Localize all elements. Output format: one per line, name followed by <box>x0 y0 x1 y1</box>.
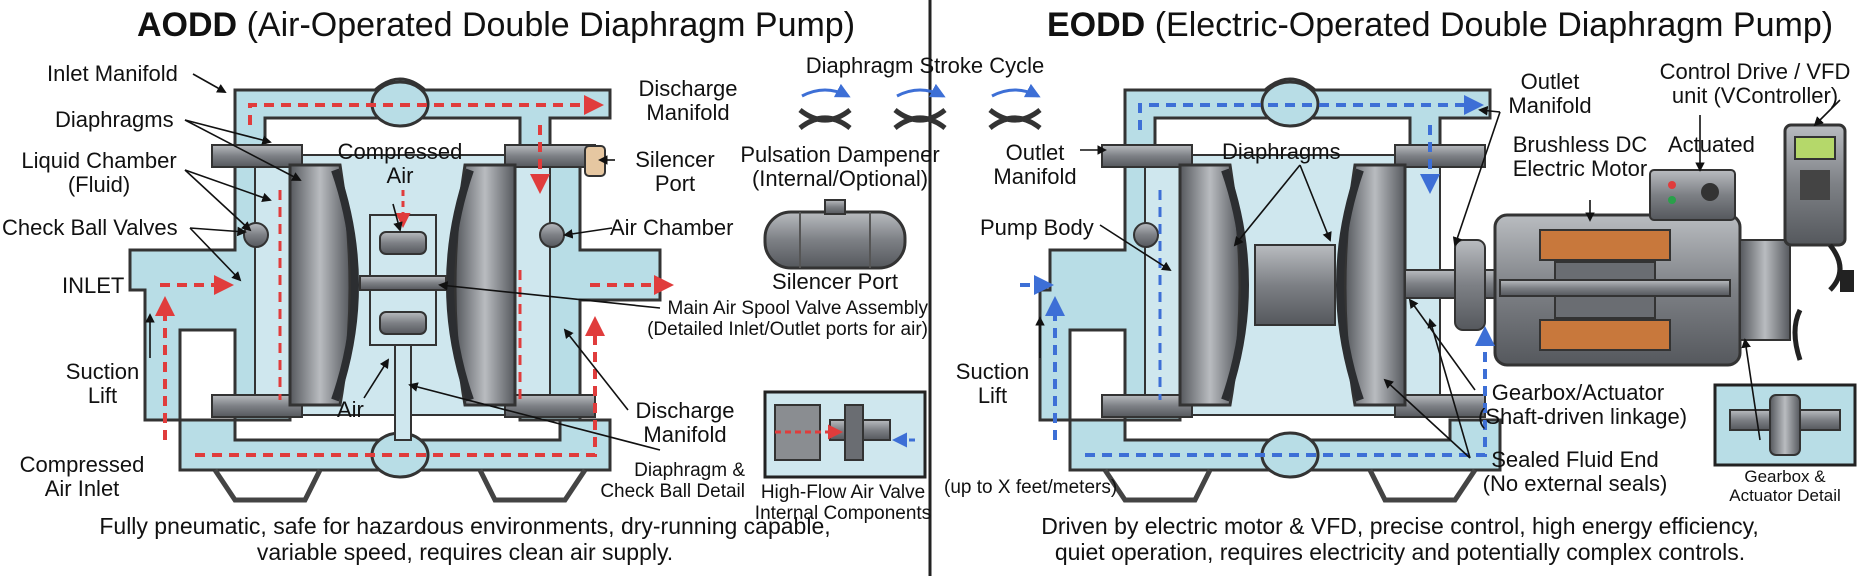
aodd-title-rest: (Air-Operated Double Diaphragm Pump) <box>246 6 856 44</box>
eodd-title-rest: (Electric-Operated Double Diaphragm Pump… <box>1154 6 1834 44</box>
aodd-title-abbr: AODD <box>137 6 238 44</box>
eodd-leader-lines <box>1035 99 1841 459</box>
label-silencer-port-middle: Silencer Port <box>772 269 898 294</box>
label-eodd-suction-line1: Suction <box>955 359 1030 384</box>
eodd-caption: Driven by electric motor & VFD, precise … <box>960 513 1840 565</box>
label-silencer-port-line1: Silencer <box>635 147 715 172</box>
label-actuated: Actuated <box>1668 132 1755 157</box>
label-compressed-air-inlet-line2: Air Inlet <box>44 476 120 501</box>
label-discharge-manifold-top-line2: Manifold <box>646 100 730 125</box>
label-spool-valve: Main Air Spool Valve Assembly(Detailed I… <box>600 298 928 340</box>
label-high-flow-line1: High-Flow Air Valve <box>760 482 926 503</box>
aodd-leader-lines <box>145 73 661 451</box>
label-gearbox-detail: Gearbox &Actuator Detail <box>1710 467 1860 505</box>
label-diaphragm-detail-line2: Check Ball Detail <box>600 481 745 502</box>
label-liquid-chamber: Liquid Chamber(Fluid) <box>14 149 184 197</box>
eodd-title-abbr: EODD <box>1047 6 1146 44</box>
aodd-title: AODD (Air-Operated Double Diaphragm Pump… <box>137 6 855 44</box>
label-up-to: (up to X feet/meters) <box>944 477 1118 498</box>
label-inlet-manifold: Inlet Manifold <box>47 61 178 86</box>
label-air-chamber: Air Chamber <box>610 215 734 240</box>
label-motor-line2: Electric Motor <box>1512 156 1648 181</box>
stroke-cycle-graphic <box>798 83 1042 131</box>
label-liquid-chamber-line2: (Fluid) <box>67 172 131 197</box>
label-outlet-manifold-top-line1: Outlet <box>1520 69 1580 94</box>
label-gearbox-line1: Gearbox/Actuator <box>1491 380 1665 405</box>
label-pump-body: Pump Body <box>980 215 1094 240</box>
label-diaphragm-detail-line1: Diaphragm & <box>634 460 745 481</box>
label-pulsation-line1: Pulsation Dampener <box>740 142 940 167</box>
label-control-line2: unit (VController) <box>1671 83 1839 108</box>
label-gearbox-detail-line1: Gearbox & <box>1744 467 1826 486</box>
eodd-caption-line2: quiet operation, requires electricity an… <box>1054 539 1746 565</box>
label-suction-line1: Suction <box>65 359 140 384</box>
label-outlet-manifold-left-line2: Manifold <box>993 164 1077 189</box>
label-sealed-line2: (No external seals) <box>1482 471 1668 496</box>
label-gearbox-line2 sm: (Shaft-driven linkage) <box>1478 404 1688 429</box>
label-sealed-fluid-end: Sealed Fluid End(No external seals) <box>1475 448 1675 496</box>
eodd-caption-line1: Driven by electric motor & VFD, precise … <box>1041 513 1759 539</box>
aodd-caption-line1: Fully pneumatic, safe for hazardous envi… <box>99 513 831 539</box>
label-diaphragms: Diaphragms <box>55 107 174 132</box>
label-compressed-air-inlet-line1: Compressed <box>19 452 145 477</box>
label-compressed-air-line2: Air <box>386 163 414 188</box>
label-silencer-port-line2: Port <box>654 171 696 196</box>
label-outlet-manifold-left-line1: Outlet <box>1005 140 1065 165</box>
label-stroke-cycle: Diaphragm Stroke Cycle <box>805 53 1045 78</box>
label-discharge-manifold-bottom-line1: Discharge <box>635 398 735 423</box>
label-compressed-air-line1: Compressed <box>337 139 463 164</box>
label-air: Air <box>337 397 364 422</box>
aodd-pump-graphic <box>128 77 674 503</box>
label-outlet-manifold-top-line2: Manifold <box>1508 93 1592 118</box>
aodd-caption: Fully pneumatic, safe for hazardous envi… <box>40 513 890 565</box>
label-high-flow-line2: Internal Components <box>754 503 932 524</box>
label-gearbox-detail-line2: Actuator Detail <box>1729 486 1841 505</box>
label-pulsation-dampener: Pulsation Dampener(Internal/Optional) <box>720 143 960 191</box>
label-spool-valve-line2: (Detailed Inlet/Outlet ports for air) <box>647 319 928 340</box>
aodd-caption-line2: variable speed, requires clean air suppl… <box>256 539 674 565</box>
label-pulsation-line2: (Internal/Optional) <box>751 166 929 191</box>
label-diaphragm-detail: Diaphragm &Check Ball Detail <box>580 460 745 502</box>
label-spool-valve-line1: Main Air Spool Valve Assembly <box>667 298 929 319</box>
label-sealed-line1: Sealed Fluid End <box>1491 447 1659 472</box>
label-eodd-suction-line2: Lift <box>977 383 1008 408</box>
label-control-line1: Control Drive / VFD <box>1659 59 1851 84</box>
label-discharge-manifold-top-line1: Discharge <box>638 76 738 101</box>
label-check-ball-valves: Check Ball Valves <box>2 215 178 240</box>
label-eodd-diaphragms: Diaphragms <box>1222 139 1341 164</box>
eodd-title: EODD (Electric-Operated Double Diaphragm… <box>1047 6 1833 44</box>
label-gearbox-actuator: Gearbox/Actuator(Shaft-driven linkage) <box>1478 380 1688 429</box>
eodd-pump-graphic <box>1020 77 1857 503</box>
label-suction-line2: Lift <box>87 383 118 408</box>
label-inlet: INLET <box>62 273 125 298</box>
label-discharge-manifold-bottom-line2: Manifold <box>643 422 727 447</box>
pulsation-dampener-graphic <box>763 199 907 270</box>
high-flow-valve-graphic <box>763 390 927 479</box>
label-liquid-chamber-line1: Liquid Chamber <box>21 148 177 173</box>
label-motor-line1: Brushless DC <box>1512 132 1648 157</box>
